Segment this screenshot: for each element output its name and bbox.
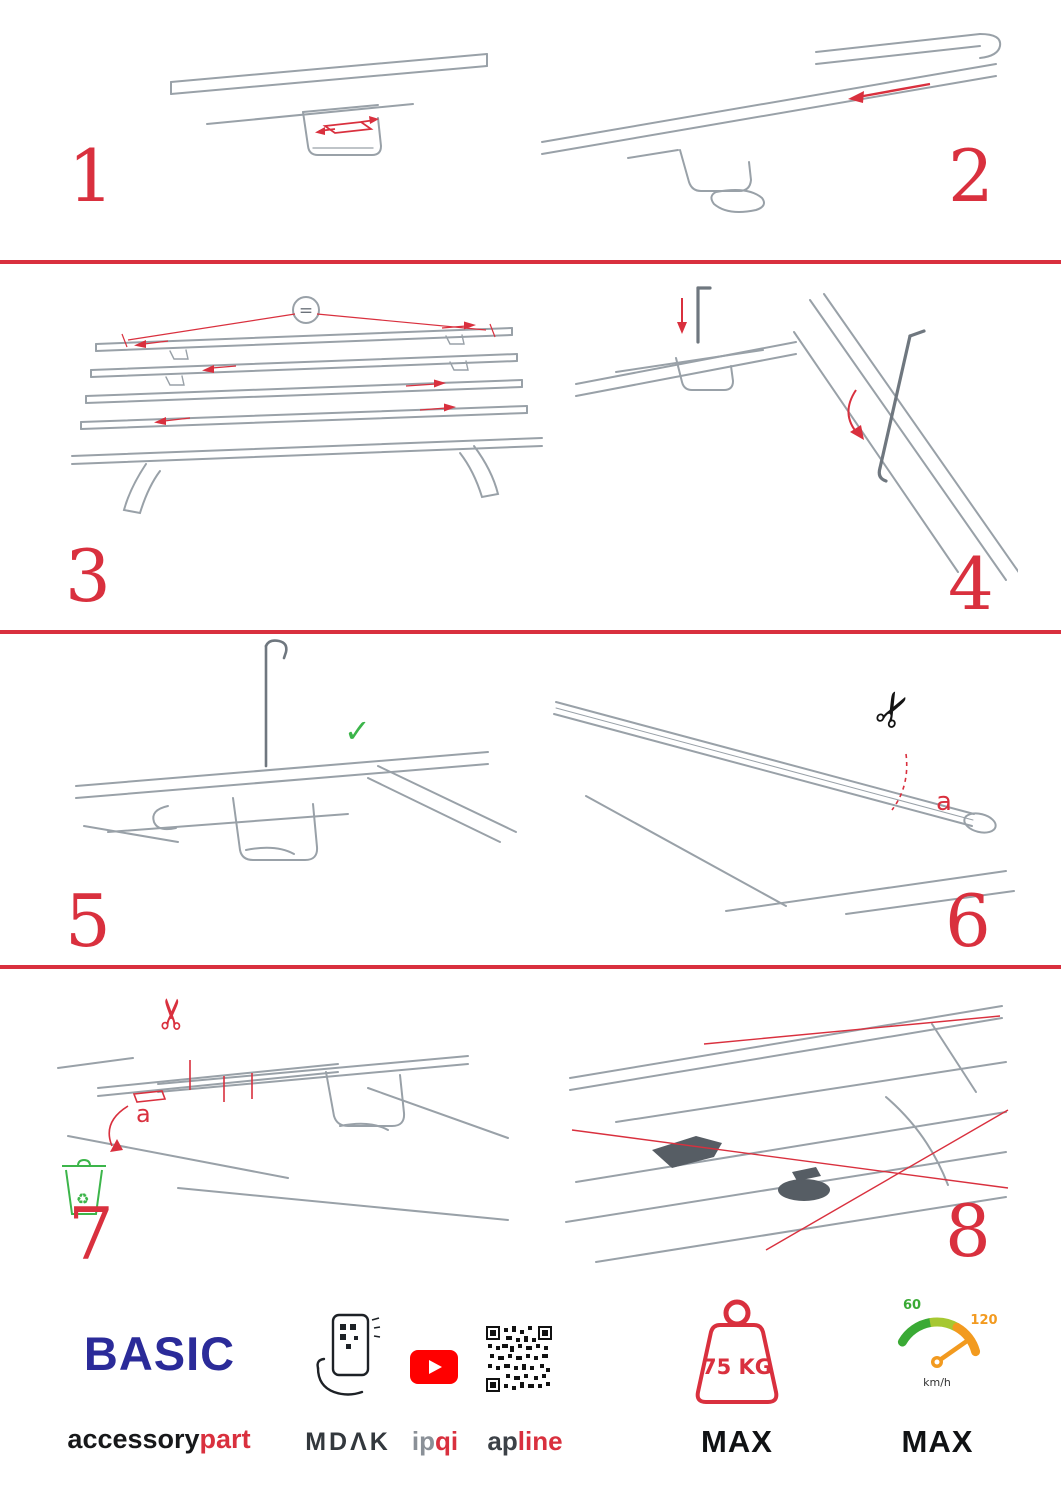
insert-plate-outline: [318, 119, 376, 134]
step-7-number: 7: [68, 1192, 114, 1276]
logo-mdak: MDΛK: [305, 1428, 391, 1456]
check-icon: ✓: [344, 712, 371, 750]
step-3-number: 3: [65, 534, 111, 618]
speed-unit-label: km/h: [923, 1376, 951, 1389]
logo-apline: apline: [474, 1426, 576, 1457]
step-2-number: 2: [948, 134, 994, 218]
ipqi-red-text: qi: [435, 1426, 459, 1456]
section-divider-3: [0, 965, 1061, 969]
youtube-icon: [410, 1350, 458, 1384]
step-3-illustration: =: [71, 296, 543, 515]
step-2-illustration: [541, 33, 1002, 213]
speed-limit-icon: 60 120 km/h: [897, 1298, 998, 1389]
step-8-illustration: [565, 1005, 1009, 1263]
step-8-number: 8: [945, 1189, 991, 1273]
weight-value-label: 75 KG: [702, 1355, 772, 1379]
step-4-illustration: [575, 286, 1018, 581]
allen-key-icon: [696, 286, 926, 483]
brand-accessory-text: accessory: [67, 1424, 200, 1454]
step-6-illustration: ✂ a: [553, 680, 1015, 915]
step-5-illustration: ✓: [75, 639, 517, 861]
retaining-pin: [264, 639, 288, 768]
weight-limit-icon: 75 KG: [695, 1299, 779, 1404]
trash-bin-icon: [62, 1158, 106, 1215]
scissors-icon: ✂: [860, 680, 926, 739]
section-divider-2: [0, 630, 1061, 634]
step-6-number: 6: [945, 879, 991, 963]
ipqi-gray-text: ip: [411, 1426, 435, 1456]
qr-code-icon: [486, 1326, 552, 1392]
section-divider-1: [0, 260, 1061, 264]
brand-accessorypart: accessorypart: [30, 1424, 288, 1455]
slide-arrow: [857, 82, 931, 99]
speedometer-needle: [934, 1336, 973, 1365]
apline-gray-text: ap: [487, 1426, 518, 1456]
recycle-icon: ♻: [76, 1190, 89, 1208]
step-4-number: 4: [948, 542, 994, 626]
weight-max-label: MAX: [701, 1424, 773, 1459]
cut-label-a: a: [936, 787, 952, 817]
brand-part-text: part: [199, 1424, 251, 1454]
step-7-illustration: ✂ a ♻: [57, 995, 509, 1221]
clamp-lever: [652, 1136, 830, 1201]
scissors-icon: ✂: [147, 995, 197, 1032]
speed-max-label: MAX: [901, 1424, 974, 1459]
phone-scan-icon: [316, 1313, 381, 1396]
step-1-illustration: [170, 53, 488, 156]
speed-tick-120: 120: [970, 1313, 997, 1328]
speed-tick-60: 60: [903, 1298, 921, 1313]
step-1-number: 1: [68, 134, 114, 218]
logo-ipqi: ipqi: [394, 1426, 476, 1457]
equal-spacing-mark: =: [299, 301, 313, 321]
step-5-number: 5: [65, 879, 111, 963]
apline-red-text: line: [517, 1426, 563, 1456]
brand-basic: BASIC: [83, 1327, 236, 1380]
cut-label-a: a: [136, 1100, 151, 1128]
